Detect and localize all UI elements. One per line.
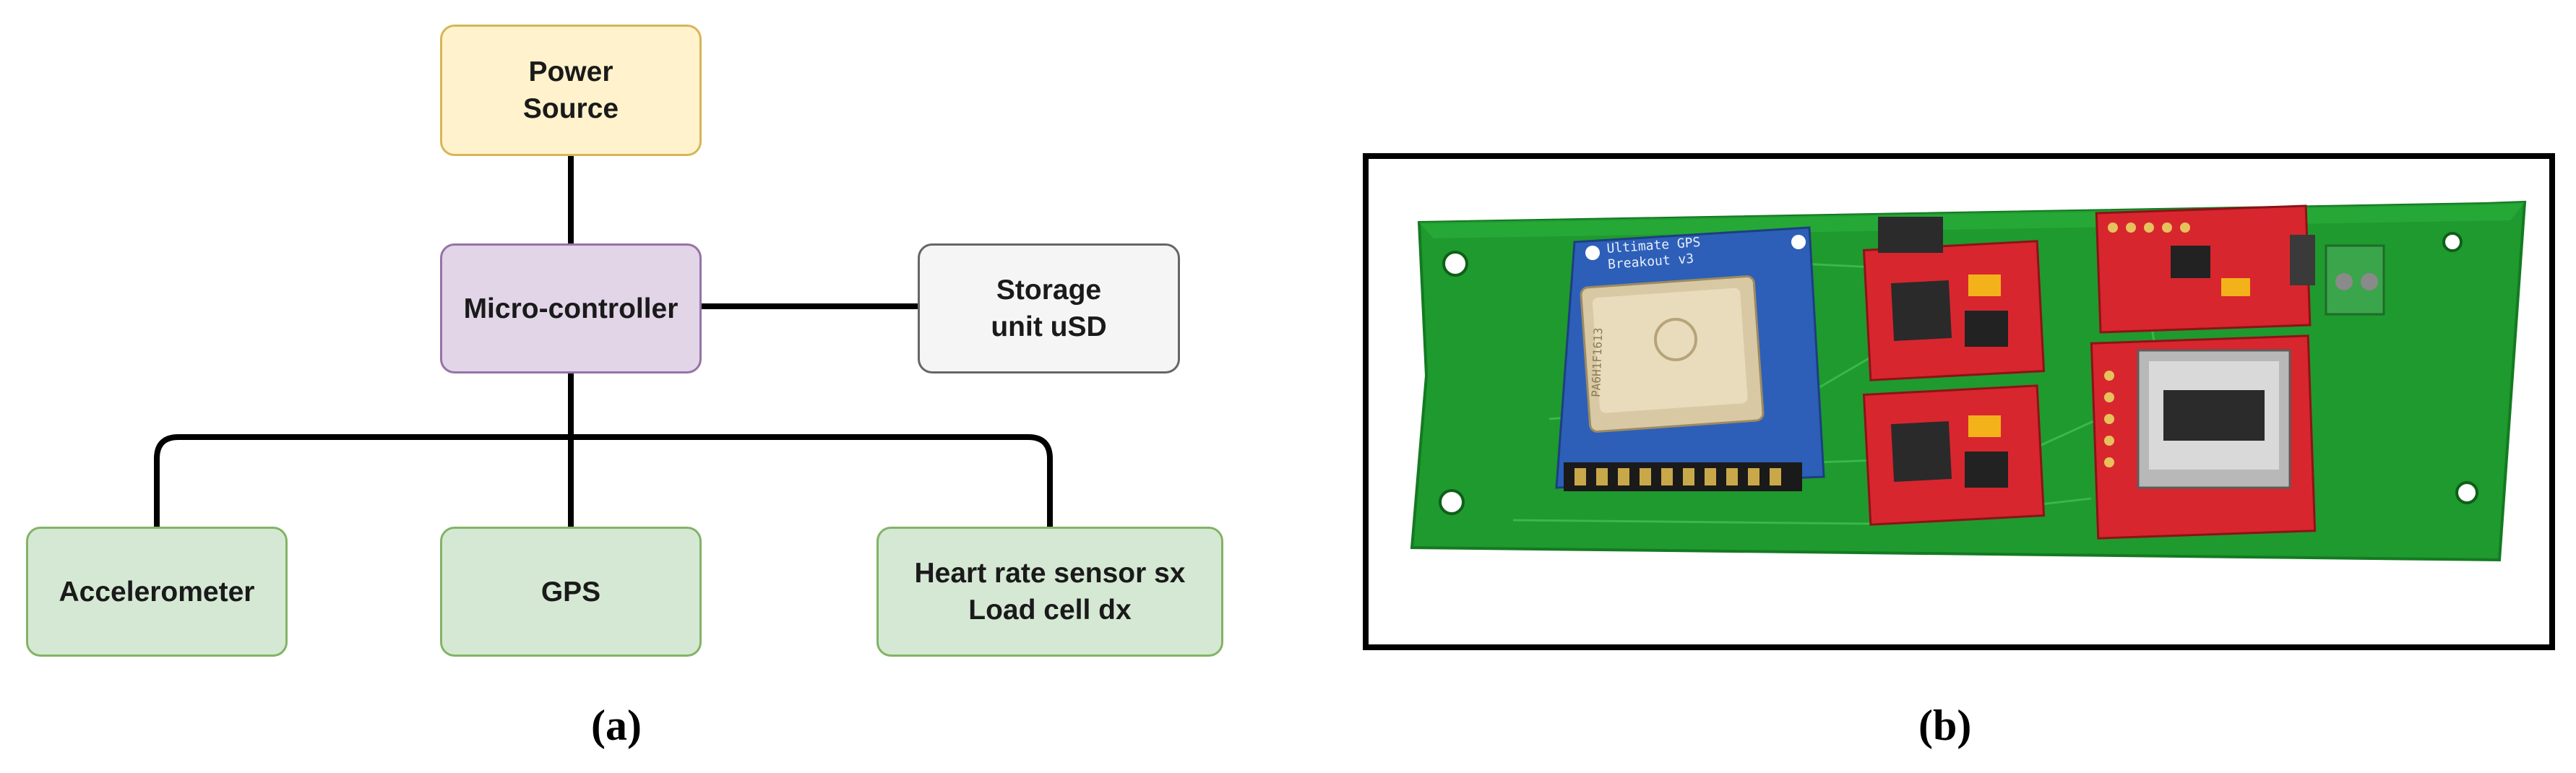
heart-rate-load-cell-node: Heart rate sensor sx Load cell dx [876,527,1223,657]
connector-black [1878,217,1943,253]
power-source-node: Power Source [440,25,702,156]
block-diagram-connectors [154,156,1053,527]
accelerometer-node: Accelerometer [26,527,288,657]
mount-hole-br [2455,481,2478,504]
micro-controller-node: Micro-controller [440,243,702,373]
connector-bus-sensors [154,434,1053,527]
caption-b: (b) [1918,701,1972,749]
caption-a: (a) [591,701,642,749]
switch [2290,235,2315,285]
regulator-module-bottom [1862,384,2046,526]
storage-unit-node: Storage unit uSD [918,243,1180,373]
gps-antenna-label: PA6H1F1613 [1589,327,1605,397]
mount-hole-bl [1439,489,1465,515]
gps-node: GPS [440,527,702,657]
mount-hole-tr [2442,232,2463,252]
mount-hole-tl [1442,251,1468,277]
pcb-photo: Ultimate GPS Breakout v3 PA6H1F1613 [1410,200,2527,562]
pcb-photo-frame: Ultimate GPS Breakout v3 PA6H1F1613 [1363,153,2555,650]
regulator-module-top [1862,240,2046,381]
